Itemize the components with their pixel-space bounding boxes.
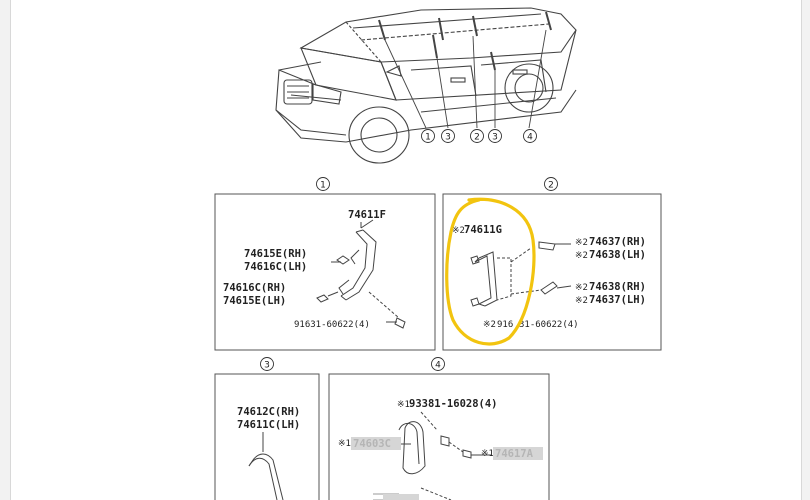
mark-2-e: ※2	[483, 320, 496, 330]
panel-2-number: 2	[548, 181, 554, 191]
mark-2: ※2	[452, 226, 465, 236]
parts-diagram-page: 1 3 2 3 4 1 74611F 74615E(RH) 74616C(LH)…	[10, 0, 802, 500]
vehicle-callouts: 1 3 2 3 4	[421, 129, 537, 143]
vehicle-illustration	[275, 7, 577, 164]
part-74611G: 74611G	[464, 224, 502, 236]
part-91631-60622: 91631-60622(4)	[294, 320, 370, 330]
mark-2-a: ※2	[575, 238, 588, 248]
panel-4-number: 4	[435, 361, 441, 371]
part-74638-RH: 74638(RH)	[589, 281, 646, 293]
part-74611F: 74611F	[348, 209, 386, 221]
left-margin	[0, 0, 10, 500]
sun-visor-holder-panel-4	[373, 411, 491, 500]
mark-1-b: ※1	[338, 439, 351, 449]
vehicle-callout-leaders	[384, 29, 547, 129]
grip-handle-panel-1	[316, 219, 406, 329]
part-74611C-LH: 74611C(LH)	[237, 419, 300, 431]
part-74637-LH: 74637(LH)	[589, 294, 646, 306]
mark-2-d: ※2	[575, 296, 588, 306]
part-74612C-RH: 74612C(RH)	[237, 406, 300, 418]
highlight-ellipse	[445, 197, 536, 346]
callout-3b: 3	[492, 133, 498, 143]
right-margin	[800, 0, 810, 500]
panel-1-number: 1	[320, 181, 326, 191]
part-box-bottom	[383, 494, 419, 500]
part-74616C-LH: 74616C(LH)	[244, 261, 307, 273]
mark-2-c: ※2	[575, 283, 588, 293]
part-91631-60622-b: 31-60622(4)	[519, 320, 579, 330]
callout-1: 1	[425, 133, 431, 143]
mark-2-b: ※2	[575, 251, 588, 261]
part-74617: 74617A	[495, 448, 534, 460]
mark-1: ※1	[397, 400, 410, 410]
callout-2: 2	[474, 133, 480, 143]
panel-1: 1 74611F 74615E(RH) 74616C(LH) 74616C(RH…	[214, 177, 436, 351]
mark-1-c: ※1	[481, 449, 494, 459]
pillar-grip-panel-3	[248, 432, 284, 500]
part-93381-16028: 93381-16028(4)	[409, 398, 498, 410]
grip-handle-panel-2	[470, 241, 572, 307]
parts-diagram: 1 3 2 3 4 1 74611F 74615E(RH) 74616C(LH)…	[214, 7, 662, 500]
panel-4: 4 ※1 93381-16028(4) ※1 74603C ※1 74617A	[328, 357, 550, 500]
part-74616C-RH: 74616C(RH)	[223, 282, 286, 294]
panel-2: 2 ※2 74611G ※2 74637(RH) ※2 74638(LH) ※2…	[442, 177, 662, 351]
part-74617-box	[493, 447, 543, 460]
part-74603-box	[351, 437, 401, 450]
part-74615E-RH: 74615E(RH)	[244, 248, 307, 260]
part-74615E-LH: 74615E(LH)	[223, 295, 286, 307]
panel-3-number: 3	[264, 361, 270, 371]
part-74603: 74603C	[353, 438, 391, 450]
part-74637-RH: 74637(RH)	[589, 236, 646, 248]
part-74638-LH: 74638(LH)	[589, 249, 646, 261]
panel-3: 3 74612C(RH) 74611C(LH)	[214, 357, 320, 500]
part-91631-prefix: 916	[497, 320, 513, 330]
callout-3: 3	[445, 133, 451, 143]
callout-4: 4	[527, 133, 533, 143]
